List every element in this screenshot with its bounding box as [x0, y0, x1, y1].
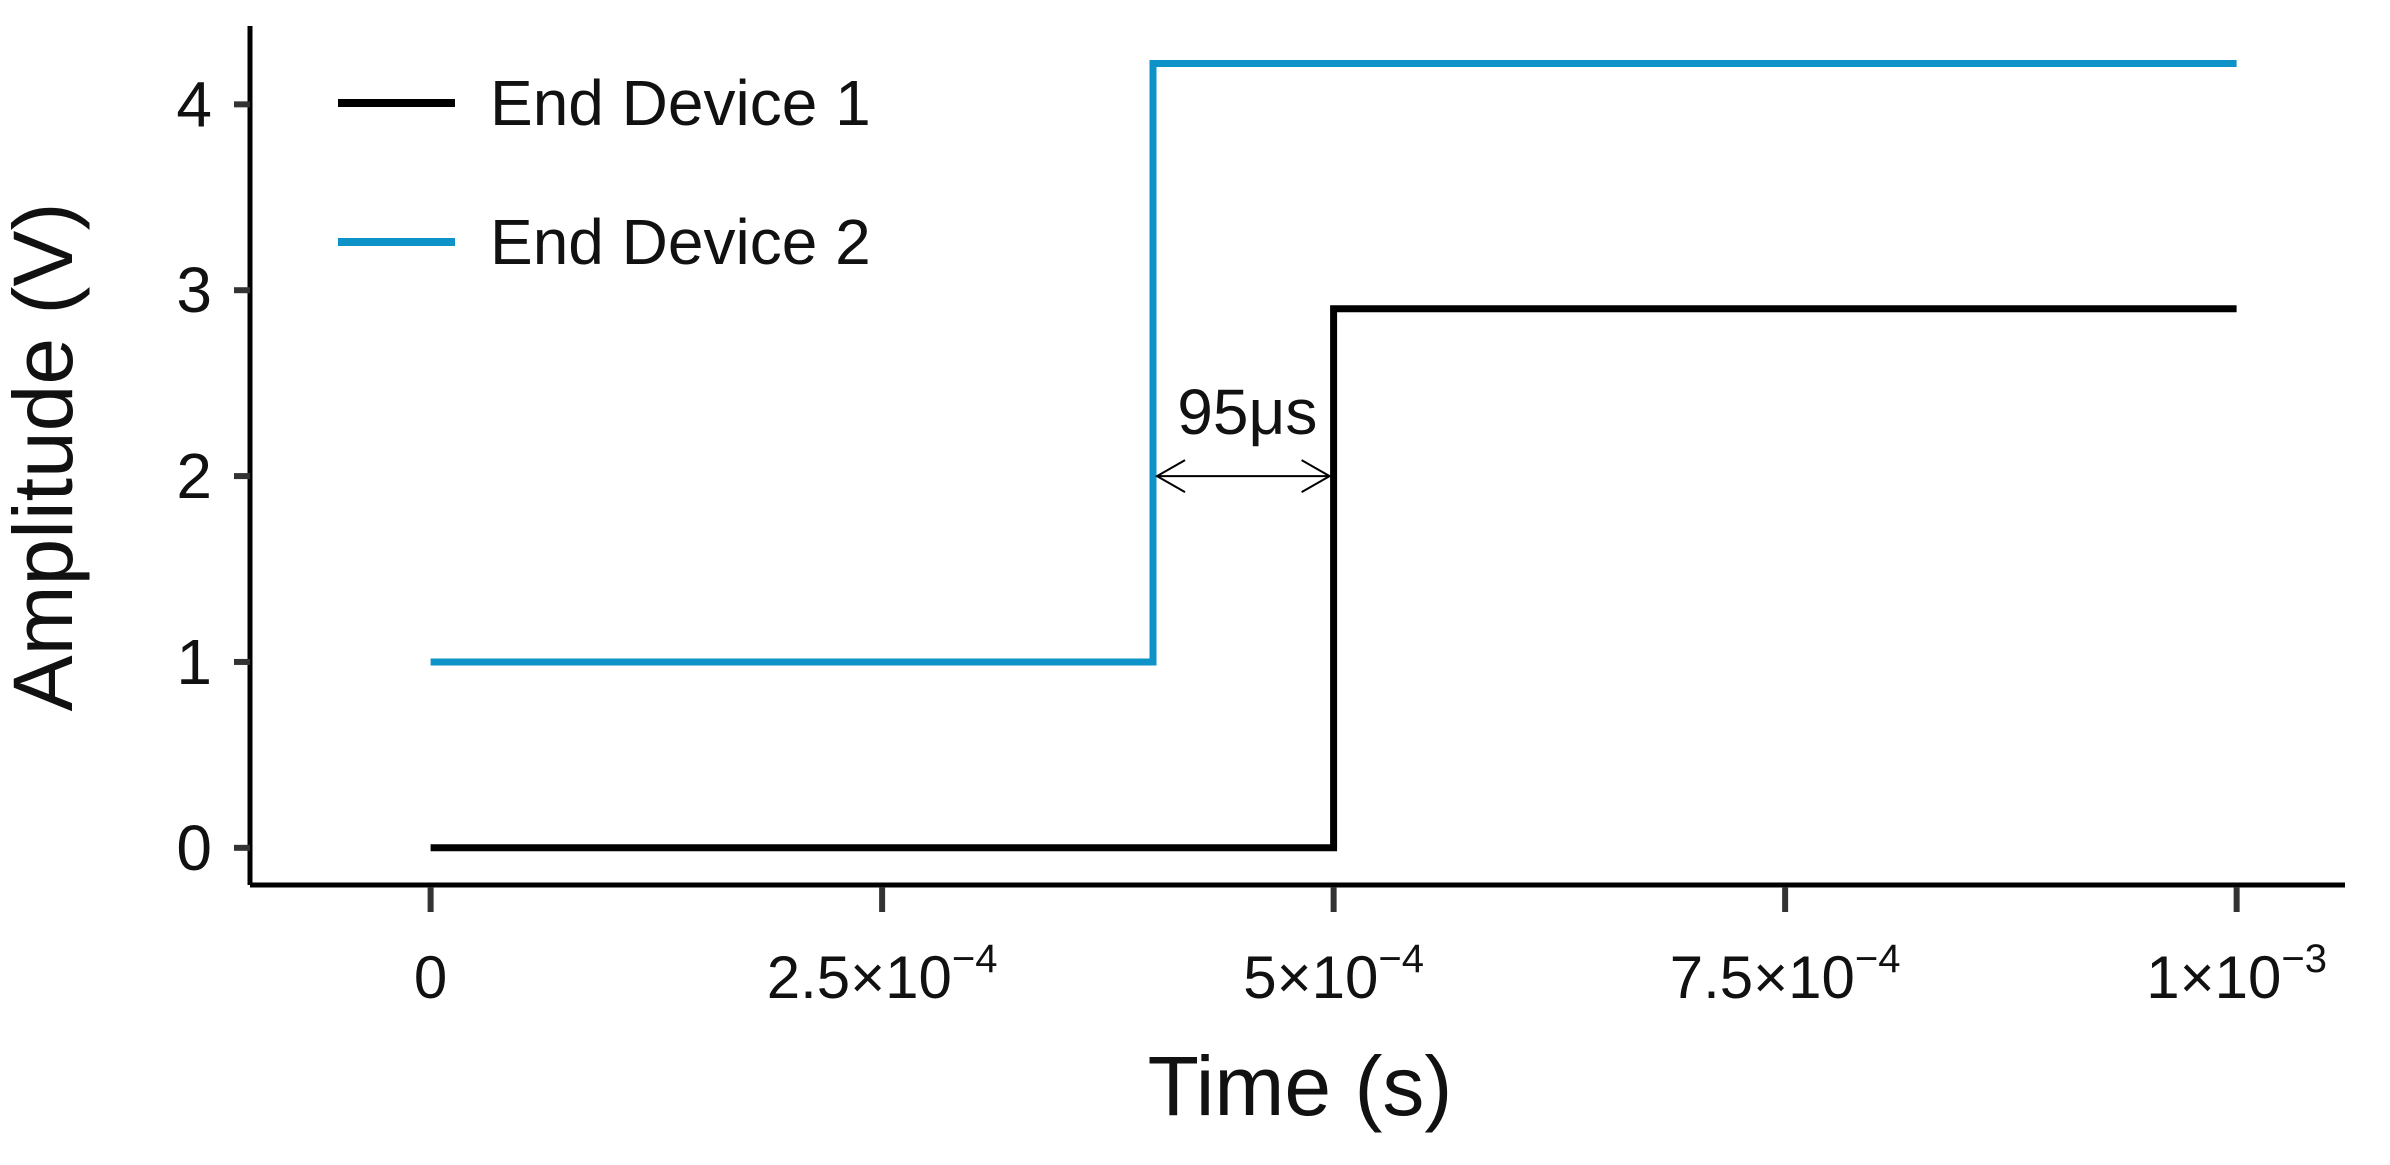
y-tick-label: 3 [176, 254, 212, 326]
x-tick-times-sign: ×10 [1753, 944, 1855, 1011]
x-tick-times-sign: ×10 [1277, 944, 1379, 1011]
series-line-1 [430, 305, 2237, 852]
x-tick-label: 2.5×10−4 [767, 937, 998, 1011]
y-tick-label: 0 [176, 812, 212, 884]
legend: End Device 1 End Device 2 [338, 67, 871, 278]
x-tick-times-sign: ×10 [2180, 944, 2282, 1011]
x-tick-text: 0 [414, 944, 447, 1011]
x-tick-mantissa: 2.5 [767, 944, 850, 1011]
y-tick-label: 4 [176, 68, 212, 140]
x-tick-exponent: −4 [1378, 937, 1424, 981]
x-tick-times-sign: ×10 [850, 944, 952, 1011]
x-axis-title: Time (s) [1148, 1039, 1453, 1133]
legend-label-1: End Device 1 [490, 67, 871, 139]
x-tick-label: 1×10−3 [2146, 937, 2327, 1011]
x-tick-exponent: −4 [952, 937, 998, 981]
x-tick-label: 0 [414, 944, 447, 1011]
series-line-2 [430, 60, 2237, 666]
legend-label-2: End Device 2 [490, 206, 871, 278]
y-tick-label: 1 [176, 626, 212, 698]
y-axis-title: Amplitude (V) [0, 203, 90, 712]
x-tick-exponent: −4 [1855, 937, 1901, 981]
x-tick-mantissa: 1 [2146, 944, 2179, 1011]
x-tick-mantissa: 5 [1243, 944, 1276, 1011]
annotation-arrowhead-right [1301, 459, 1332, 493]
y-tick-label: 2 [176, 440, 212, 512]
x-tick-label: 5×10−4 [1243, 937, 1424, 1011]
x-tick-exponent: −3 [2281, 937, 2327, 981]
annotations: 95μs [1155, 376, 1332, 493]
x-tick-label: 7.5×10−4 [1670, 937, 1901, 1011]
annotation-arrowhead-left [1155, 459, 1186, 493]
plot-area [430, 60, 2237, 852]
annotation-label: 95μs [1177, 376, 1317, 448]
x-tick-mantissa: 7.5 [1670, 944, 1753, 1011]
